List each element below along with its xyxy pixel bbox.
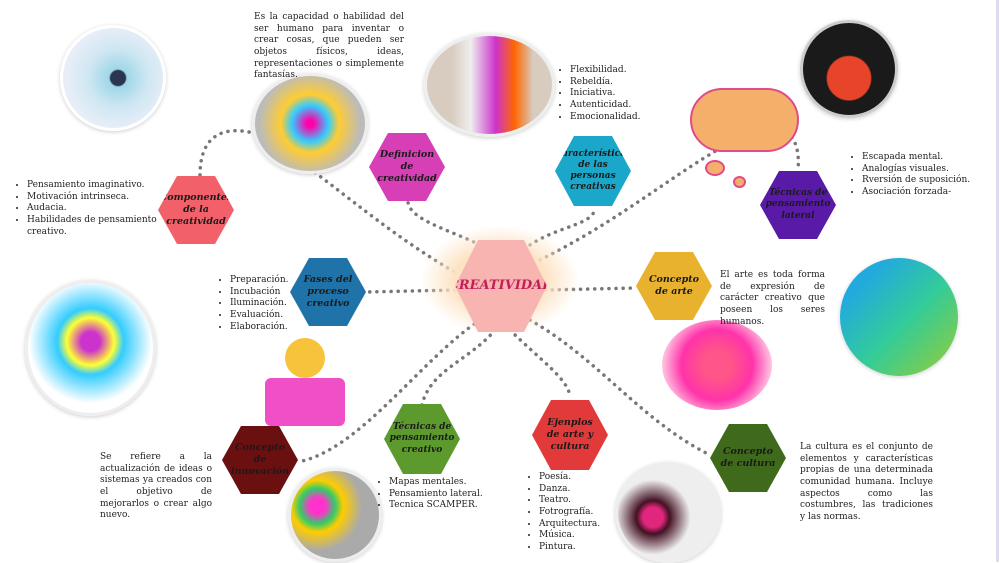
puzzle-image: [840, 258, 958, 376]
node-cultura[interactable]: Concepto de cultura: [710, 424, 786, 492]
creativo-list: Mapas mentales.Pensamiento lateral.Tecni…: [377, 477, 484, 512]
list-item: Motivación intrinseca.: [27, 192, 157, 204]
splash-head-image: [25, 280, 156, 416]
list-item: Pintura.: [539, 542, 629, 554]
list-item: Teatro.: [539, 495, 629, 507]
list-item: Rebeldía.: [570, 77, 670, 89]
innovacion-text: Se refiere a la actualización de ideas o…: [100, 452, 212, 521]
list-item: Flexibilidad.: [570, 65, 670, 77]
thought-bubble-small-icon: [733, 176, 746, 188]
brain-image: [424, 33, 555, 137]
ejemplos-list: Poesía.Danza.Teatro.Fotrografía.Arquitec…: [527, 472, 629, 554]
lateral-list: Escapada mental.Analogías visuales.Rvers…: [850, 152, 992, 199]
node-label: Fases del proceso creativo: [303, 274, 353, 309]
node-label: Concepto de arte: [648, 274, 699, 297]
list-item: Habilidades de pensamiento creativo.: [27, 215, 157, 238]
list-item: Fotrografía.: [539, 507, 629, 519]
node-label: Componentes de la creatividad: [159, 192, 233, 227]
list-item: Incubación: [230, 287, 310, 299]
list-item: Mapas mentales.: [389, 477, 484, 489]
node-label: Concepto de cultura: [720, 446, 776, 469]
list-item: Escapada mental.: [862, 152, 992, 164]
arte-text: El arte es toda forma de expresión de ca…: [720, 270, 825, 327]
node-label: Ejenplos de arte y cultura: [546, 417, 594, 452]
list-item: Audacia.: [27, 203, 157, 215]
node-label: Concepto de innovación: [230, 442, 290, 477]
componentes-list: Pensamiento imaginativo.Motivación intri…: [15, 180, 157, 238]
list-item: Iluminación.: [230, 298, 310, 310]
list-item: Rversión de suposición.: [862, 175, 992, 187]
list-item: Iniciativa.: [570, 88, 670, 100]
eye-illustration: [60, 25, 166, 131]
list-item: Danza.: [539, 484, 629, 496]
node-arte[interactable]: Concepto de arte: [636, 252, 712, 320]
node-ejemplos[interactable]: Ejenplos de arte y cultura: [532, 400, 608, 470]
node-label: Técnicas de pensamiento lateral: [765, 188, 831, 221]
node-label: Definicion de creatividad: [377, 149, 437, 184]
thought-cloud-icon: [690, 88, 799, 152]
list-item: Preparación.: [230, 275, 310, 287]
central-topic-label: CREATIVIDAD: [448, 277, 554, 293]
list-item: Analogías visuales.: [862, 164, 992, 176]
node-componentes[interactable]: Componentes de la creatividad: [158, 176, 234, 244]
list-item: Emocionalidad.: [570, 112, 670, 124]
head-rainbow-image: [800, 20, 898, 118]
list-item: Poesía.: [539, 472, 629, 484]
cultura-text: La cultura es el conjunto de elementos y…: [800, 442, 933, 523]
right-edge-divider: [996, 0, 999, 562]
list-item: Evaluación.: [230, 310, 310, 322]
question-mark-image: [662, 320, 772, 410]
node-lateral[interactable]: Técnicas de pensamiento lateral: [760, 171, 836, 239]
node-label: Técnicas de pensamiento creativo: [389, 422, 455, 455]
thought-bubble-icon: [705, 160, 725, 176]
node-label: Características de las personas creativa…: [554, 148, 632, 193]
node-caracteristicas[interactable]: Características de las personas creativa…: [555, 136, 631, 206]
definicion-text: Es la capacidad o habilidad del ser huma…: [254, 12, 404, 81]
list-item: Autenticidad.: [570, 100, 670, 112]
list-item: Elaboración.: [230, 322, 310, 334]
list-item: Arquitectura.: [539, 519, 629, 531]
painting-wall-image: [288, 468, 382, 562]
list-item: Pensamiento imaginativo.: [27, 180, 157, 192]
lightbulb-splash-image: [252, 73, 368, 174]
list-item: Pensamiento lateral.: [389, 489, 484, 501]
list-item: Asociación forzada-: [862, 187, 992, 199]
paint-splash-image: [615, 462, 721, 563]
caracteristicas-list: Flexibilidad.Rebeldía.Iniciativa.Autenti…: [558, 65, 670, 123]
fases-list: Preparación.IncubaciónIluminación.Evalua…: [218, 275, 310, 333]
lightbulb-person-icon: [265, 338, 345, 428]
list-item: Música.: [539, 530, 629, 542]
list-item: Tecnica SCAMPER.: [389, 500, 484, 512]
